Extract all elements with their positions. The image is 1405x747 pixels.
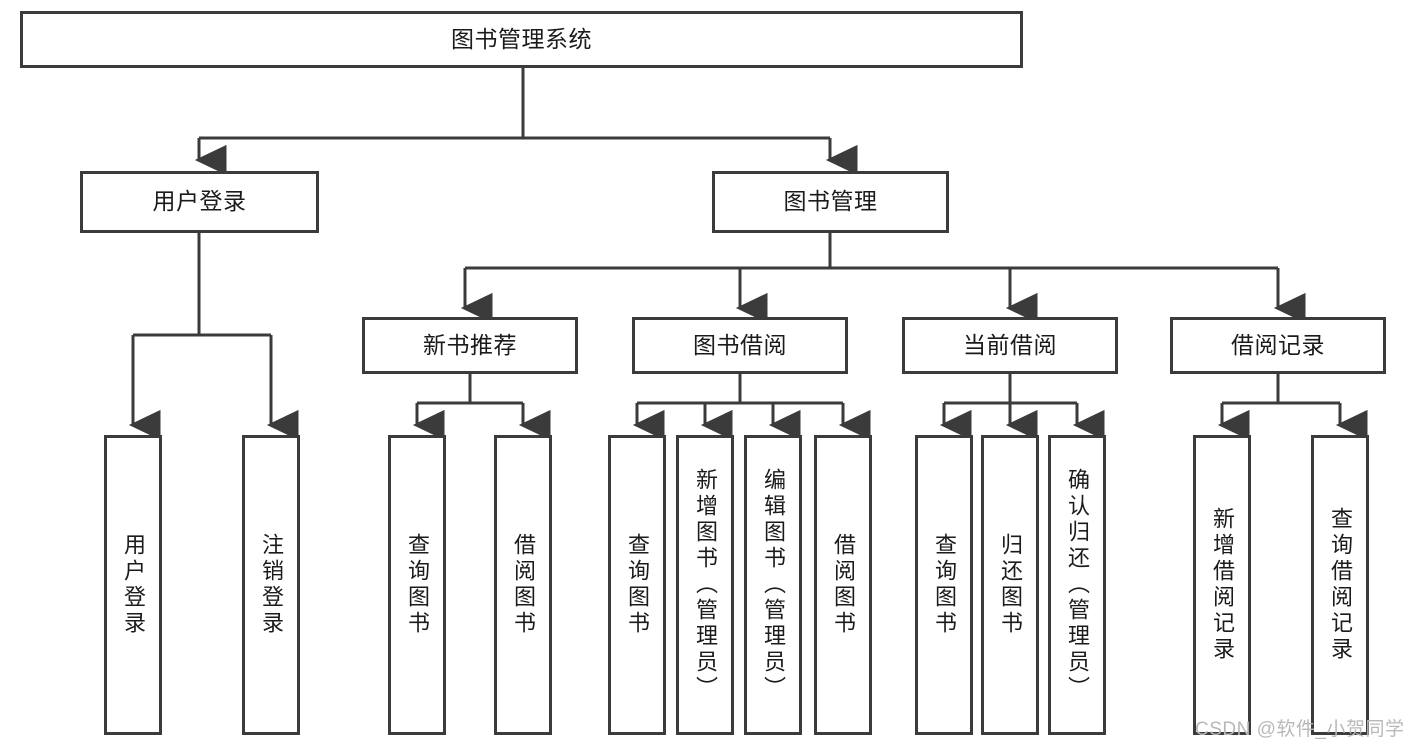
node-leaf-query-book-current[interactable]: 查询图书 bbox=[915, 435, 973, 735]
node-label: 借阅图书 bbox=[511, 533, 536, 637]
node-label: 图书借阅 bbox=[693, 331, 787, 358]
node-label: 新书推荐 bbox=[423, 331, 517, 358]
node-label: 借阅图书 bbox=[831, 533, 856, 637]
node-label: 查询图书 bbox=[405, 533, 430, 637]
node-leaf-logout[interactable]: 注销登录 bbox=[242, 435, 300, 735]
node-label: 注销登录 bbox=[259, 533, 284, 637]
node-label: 新增借阅记录 bbox=[1210, 507, 1235, 663]
node-label: 用户登录 bbox=[152, 188, 247, 215]
node-label: 借阅记录 bbox=[1231, 331, 1325, 358]
node-book-management[interactable]: 图书管理 bbox=[712, 171, 949, 233]
node-label: 查询借阅记录 bbox=[1328, 507, 1353, 663]
node-leaf-query-book-borrow[interactable]: 查询图书 bbox=[608, 435, 666, 735]
node-leaf-borrow-book-recommend[interactable]: 借阅图书 bbox=[494, 435, 552, 735]
node-label: 用户登录 bbox=[121, 533, 146, 637]
node-leaf-return-book[interactable]: 归还图书 bbox=[981, 435, 1039, 735]
node-label: 查询图书 bbox=[625, 533, 650, 637]
node-root-system[interactable]: 图书管理系统 bbox=[20, 11, 1023, 68]
node-leaf-query-book-recommend[interactable]: 查询图书 bbox=[388, 435, 446, 735]
node-label: 确认归还（管理员） bbox=[1065, 468, 1090, 702]
node-leaf-edit-book-admin[interactable]: 编辑图书（管理员） bbox=[744, 435, 802, 735]
node-leaf-query-borrow-record[interactable]: 查询借阅记录 bbox=[1311, 435, 1369, 735]
node-leaf-confirm-return-admin[interactable]: 确认归还（管理员） bbox=[1048, 435, 1106, 735]
node-label: 归还图书 bbox=[998, 533, 1023, 637]
node-user-login[interactable]: 用户登录 bbox=[80, 171, 319, 233]
node-book-borrow[interactable]: 图书借阅 bbox=[632, 317, 848, 374]
node-label: 查询图书 bbox=[932, 533, 957, 637]
node-leaf-add-book-admin[interactable]: 新增图书（管理员） bbox=[676, 435, 734, 735]
node-leaf-user-login[interactable]: 用户登录 bbox=[104, 435, 162, 735]
node-current-borrow[interactable]: 当前借阅 bbox=[902, 317, 1118, 374]
node-label: 图书管理 bbox=[783, 188, 878, 215]
node-label: 图书管理系统 bbox=[451, 25, 592, 52]
node-label: 编辑图书（管理员） bbox=[761, 468, 786, 702]
node-leaf-borrow-book[interactable]: 借阅图书 bbox=[814, 435, 872, 735]
node-label: 当前借阅 bbox=[963, 331, 1057, 358]
node-label: 新增图书（管理员） bbox=[693, 468, 718, 702]
node-new-book-recommend[interactable]: 新书推荐 bbox=[362, 317, 578, 374]
node-leaf-add-borrow-record[interactable]: 新增借阅记录 bbox=[1193, 435, 1251, 735]
node-borrow-record[interactable]: 借阅记录 bbox=[1170, 317, 1386, 374]
